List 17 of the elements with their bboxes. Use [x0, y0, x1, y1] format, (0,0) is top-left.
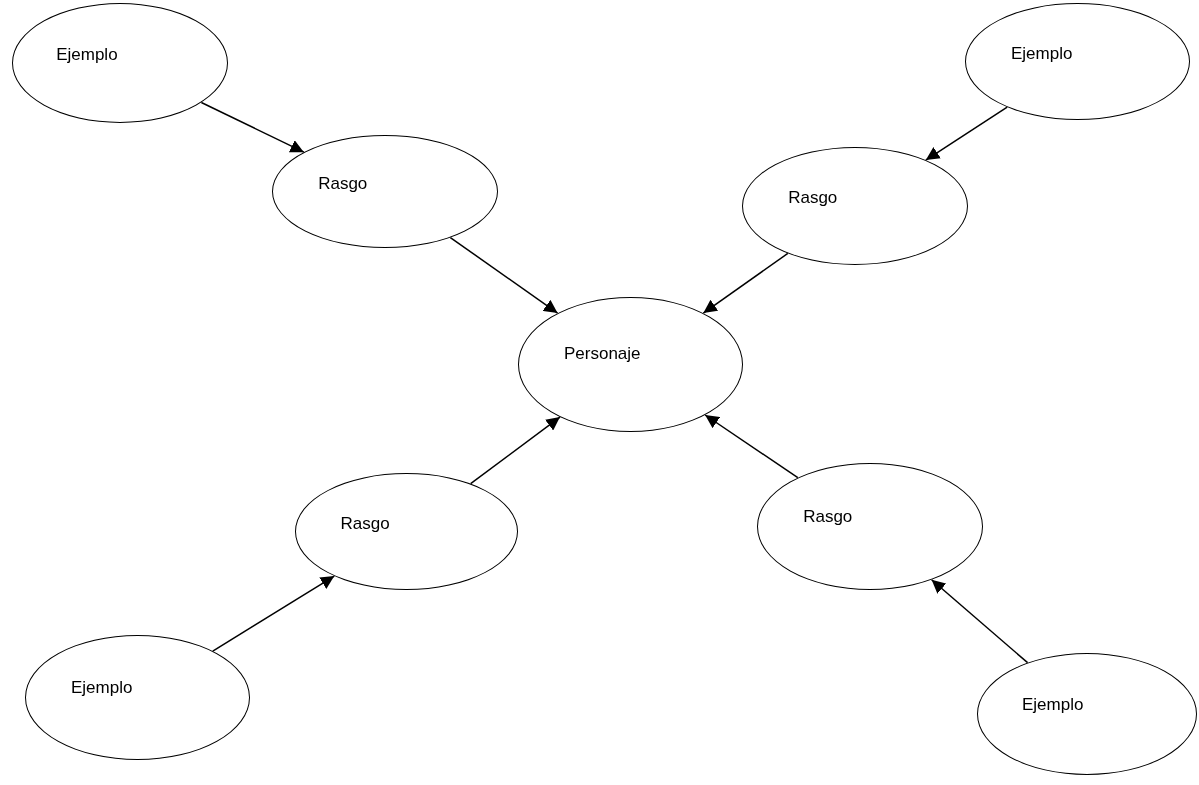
arrow: [704, 414, 799, 479]
arrow: [200, 101, 305, 153]
arrow: [930, 579, 1029, 664]
node-label: Rasgo: [340, 512, 390, 534]
node-label: Ejemplo: [71, 677, 133, 699]
arrow: [925, 106, 1008, 161]
node-label: Rasgo: [803, 505, 853, 528]
arrow: [449, 236, 559, 314]
arrow: [702, 252, 789, 314]
node-label: Ejemplo: [1022, 694, 1084, 716]
arrow: [212, 575, 336, 652]
node-label: Personaje: [564, 342, 641, 364]
node-label: Rasgo: [318, 173, 368, 195]
arrow: [469, 416, 561, 485]
node-label: Rasgo: [788, 186, 838, 209]
node-label: Ejemplo: [1011, 42, 1073, 64]
node-label: Ejemplo: [56, 43, 118, 65]
